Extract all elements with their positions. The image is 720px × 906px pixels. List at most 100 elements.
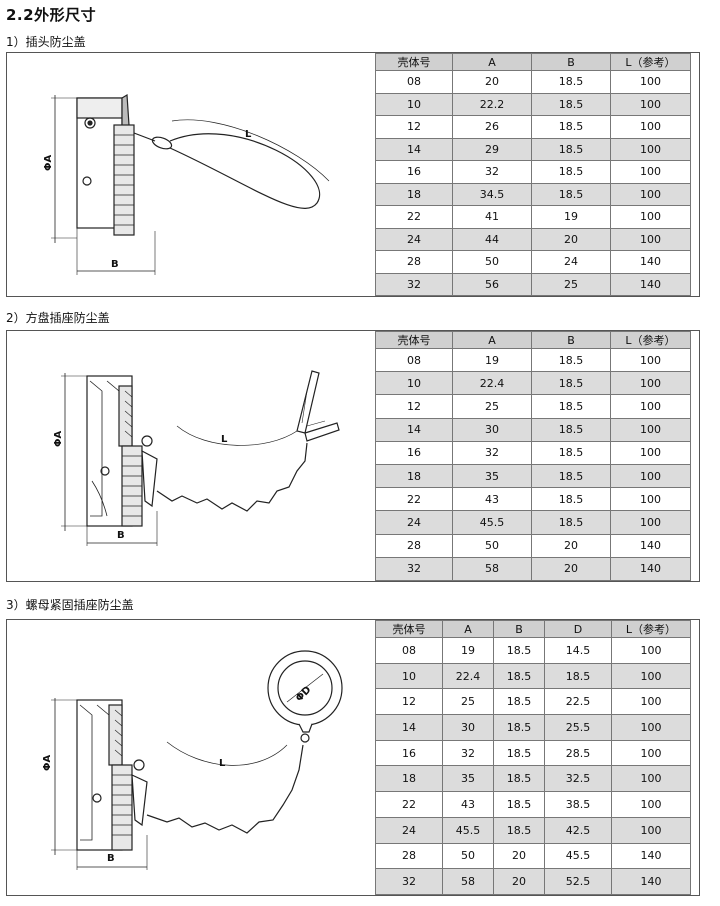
table-cell: 18.5 — [531, 510, 611, 535]
table-cell: 16 — [375, 739, 443, 767]
table-cell: 14.5 — [544, 637, 612, 664]
section-2-title: 2）方盘插座防尘盖 — [6, 311, 110, 325]
table-cell: 100 — [610, 347, 691, 373]
table-cell: 22 — [375, 205, 453, 229]
table-cell: 18 — [375, 182, 453, 206]
table-cell: 24 — [375, 510, 453, 535]
table-cell: 52.5 — [544, 868, 612, 895]
table-cell: 18.5 — [531, 417, 611, 442]
table-cell: 25 — [452, 394, 532, 419]
table-cell: 100 — [610, 440, 691, 465]
table-cell: 20 — [531, 227, 611, 251]
table-cell: 18.5 — [531, 182, 611, 206]
table-header: 壳体号 A B L（参考） — [375, 53, 691, 71]
table-cell: 18.5 — [531, 371, 611, 396]
table-cell: 30 — [452, 417, 532, 442]
table-cell: 100 — [611, 662, 691, 690]
page-heading: 2.2外形尺寸 — [6, 6, 97, 24]
table-cell: 19 — [442, 637, 494, 664]
dim-a-label: ΦA — [42, 754, 53, 771]
table-cell: 100 — [610, 115, 691, 139]
dim-l-label: L — [221, 434, 228, 445]
table-cell: 100 — [610, 371, 691, 396]
jam-nut-receptacle-cap-drawing: ΦA B L ΦD — [42, 650, 343, 870]
table-cell: 50 — [452, 533, 532, 558]
table-cell: 100 — [611, 791, 691, 818]
table-cell: 18.5 — [531, 440, 611, 465]
table-cell: 35 — [442, 765, 494, 793]
table-cell: 18.5 — [531, 70, 611, 94]
col-header: L（参考） — [610, 53, 691, 71]
table-cell: 100 — [611, 637, 691, 664]
table-cell: 100 — [610, 463, 691, 489]
table-cell: 32 — [375, 272, 453, 296]
table-cell: 32 — [442, 739, 494, 767]
table-cell: 12 — [375, 394, 453, 419]
table-cell: 25.5 — [544, 714, 612, 741]
table-cell: 12 — [375, 115, 453, 139]
table-cell: 18.5 — [493, 791, 545, 818]
table-header: 壳体号 A B L（参考） — [375, 331, 691, 349]
table-cell: 22.4 — [442, 662, 494, 690]
table-cell: 100 — [610, 205, 691, 229]
table-cell: 18.5 — [544, 662, 612, 690]
col-header: 壳体号 — [375, 331, 453, 349]
table-cell: 45.5 — [452, 510, 532, 535]
table-cell: 26 — [452, 115, 532, 139]
table-cell: 45.5 — [442, 816, 494, 844]
table-cell: 20 — [493, 868, 545, 895]
table-cell: 08 — [375, 637, 443, 664]
table-cell: 24 — [375, 227, 453, 251]
table-cell: 100 — [610, 160, 691, 184]
table-cell: 100 — [610, 70, 691, 94]
table-header: 壳体号 A B D L（参考） — [375, 620, 691, 638]
table-cell: 58 — [452, 556, 532, 582]
table-cell: 29 — [452, 137, 532, 161]
table-cell: 45.5 — [544, 842, 612, 870]
table-cell: 56 — [452, 272, 532, 296]
col-header: B — [493, 620, 545, 638]
col-header: B — [531, 53, 611, 71]
table-cell: 22 — [375, 791, 443, 818]
table-cell: 14 — [375, 417, 453, 442]
table-cell: 16 — [375, 440, 453, 465]
col-header: A — [452, 331, 532, 349]
table-cell: 28 — [375, 250, 453, 274]
table-cell: 50 — [442, 842, 494, 870]
table-cell: 22.5 — [544, 688, 612, 716]
col-header: 壳体号 — [375, 620, 443, 638]
table-cell: 100 — [610, 182, 691, 206]
table-cell: 32 — [452, 440, 532, 465]
table-cell: 100 — [611, 816, 691, 844]
plug-dust-cap-drawing: ΦA B L — [43, 93, 330, 275]
table-cell: 18.5 — [531, 160, 611, 184]
table-cell: 18.5 — [531, 137, 611, 161]
table-cell: 30 — [442, 714, 494, 741]
table-cell: 34.5 — [452, 182, 532, 206]
table-cell: 19 — [531, 205, 611, 229]
table-cell: 28.5 — [544, 739, 612, 767]
table-cell: 19 — [452, 347, 532, 373]
table-cell: 14 — [375, 137, 453, 161]
dim-l-label: L — [219, 758, 226, 769]
table-cell: 140 — [610, 556, 691, 582]
table-cell: 18.5 — [493, 765, 545, 793]
table-cell: 140 — [611, 868, 691, 895]
table-cell: 18.5 — [493, 714, 545, 741]
col-header: A — [452, 53, 532, 71]
table-cell: 140 — [611, 842, 691, 870]
